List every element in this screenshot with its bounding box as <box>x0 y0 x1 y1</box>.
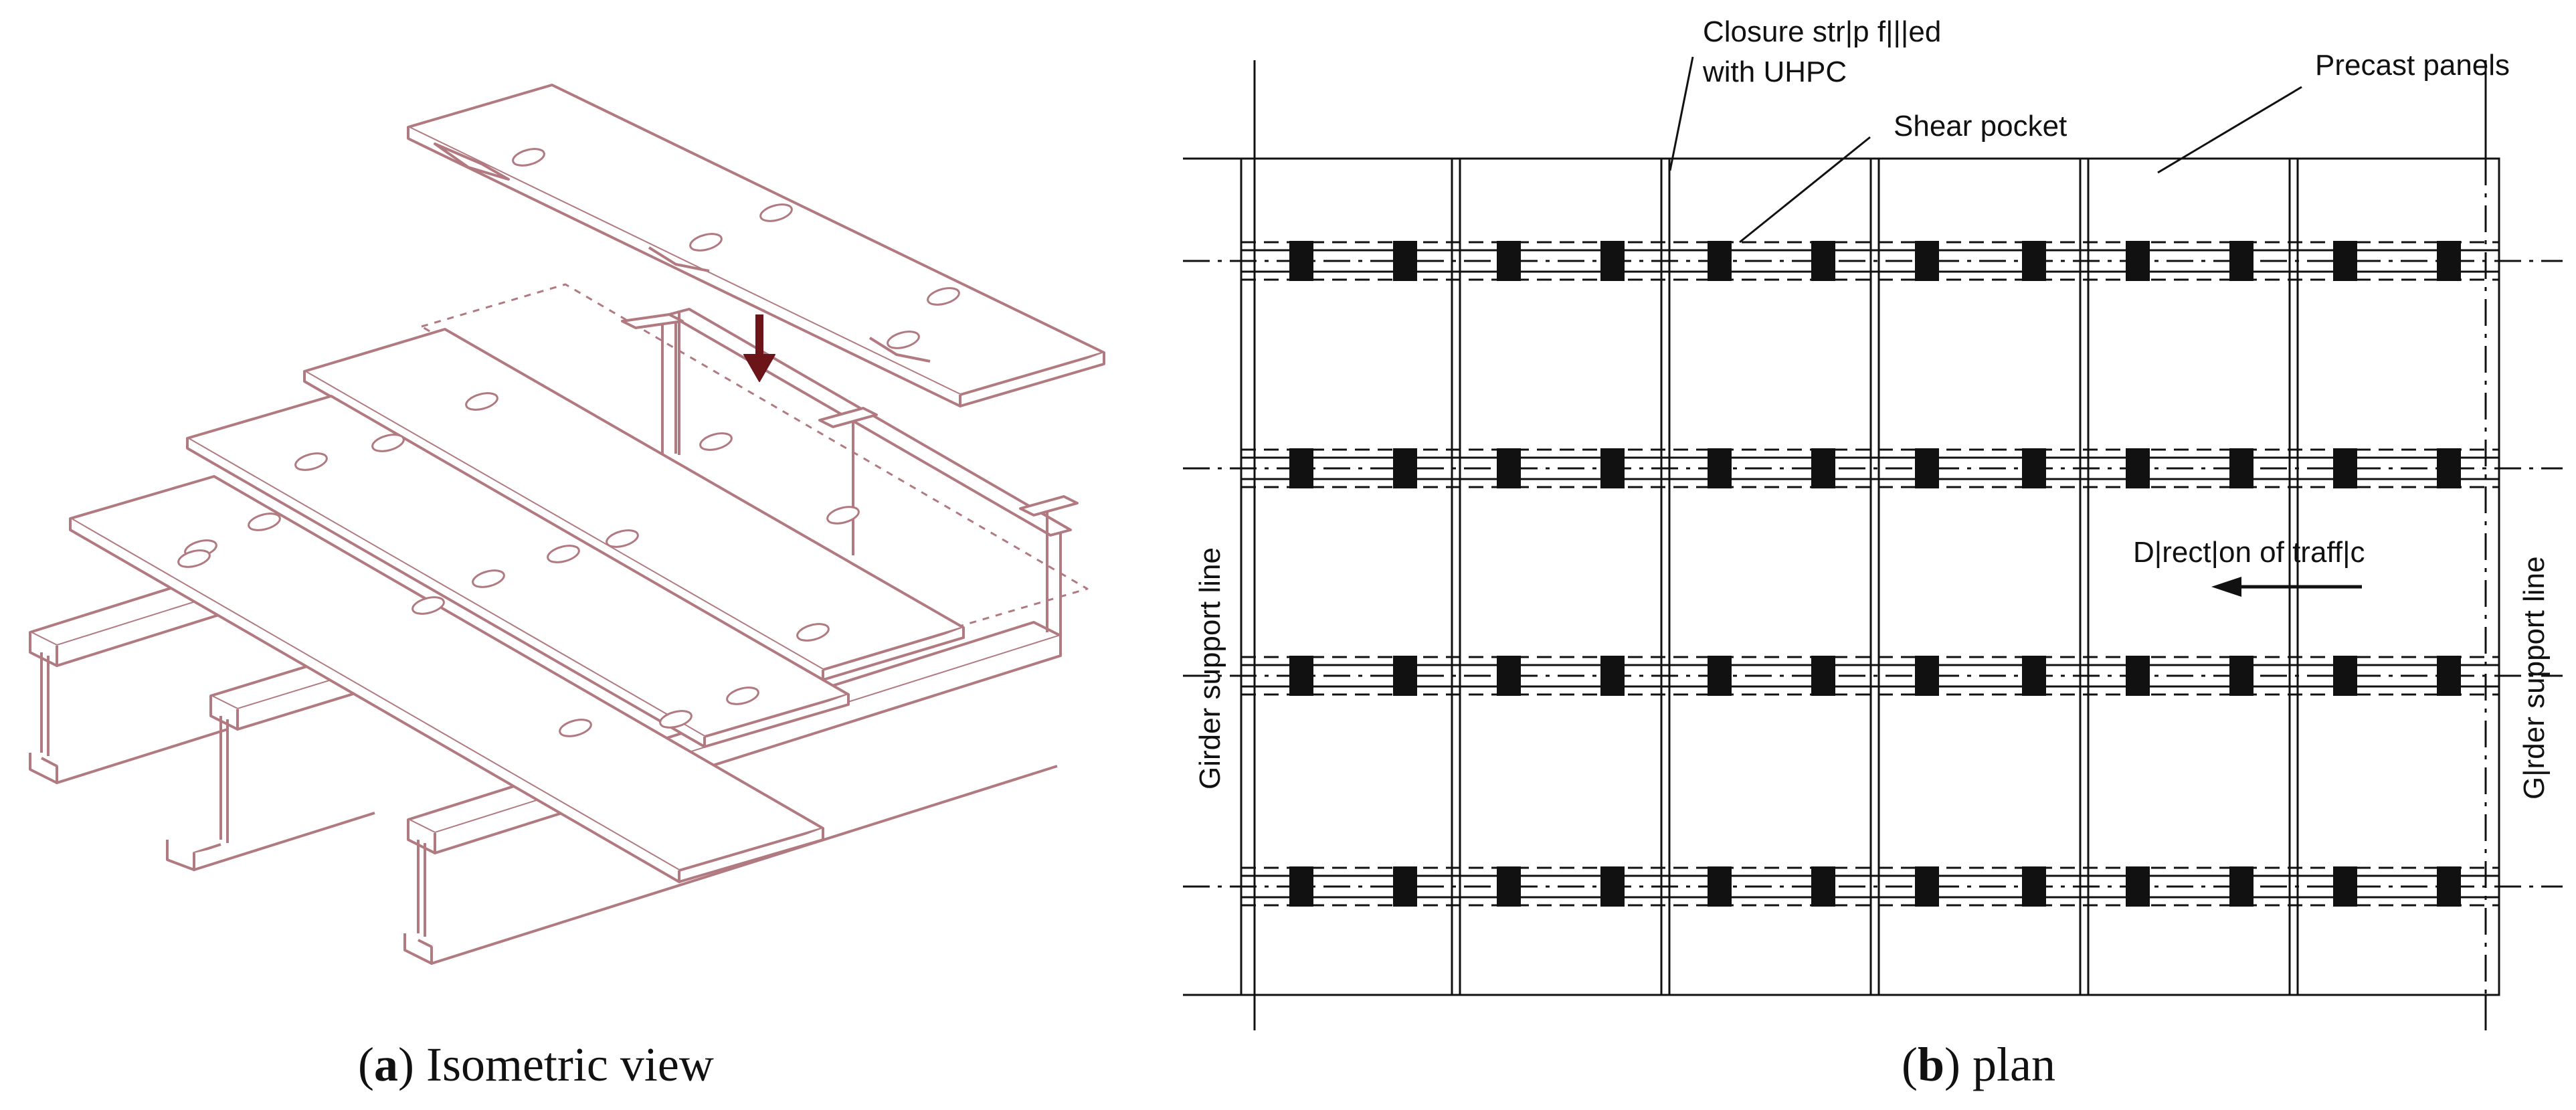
closure-strip-label-1: Closure str|p f|||ed <box>1703 15 1941 48</box>
caption-a-letter: a <box>373 1038 398 1091</box>
shear-pocket <box>1915 866 1939 907</box>
shear-pocket <box>1811 656 1835 696</box>
shear-pocket <box>1289 448 1313 488</box>
shear-pocket <box>1708 866 1732 907</box>
shear-pocket <box>2437 866 2461 907</box>
panel-position-outline <box>420 283 1089 632</box>
floating-panel <box>407 84 1105 407</box>
shear-pocket <box>1600 448 1625 488</box>
panel-2 <box>186 395 850 748</box>
closure-strip-leader <box>1669 56 1694 171</box>
shear-pockets <box>1289 241 2461 907</box>
shear-pocket <box>1600 656 1625 696</box>
shear-pocket <box>2229 866 2253 907</box>
shear-pocket <box>2022 656 2046 696</box>
shear-pocket <box>1393 656 1417 696</box>
shear-pocket <box>1811 241 1835 281</box>
closure-strip-label-2: with UHPC <box>1702 56 1847 88</box>
shear-pocket <box>2437 448 2461 488</box>
precast-panels-leader <box>2157 86 2302 174</box>
caption-b-letter: b <box>1917 1038 1945 1091</box>
shear-pocket <box>2022 866 2046 907</box>
plan-view <box>1183 56 2563 1030</box>
direction-of-traffic-label: D|rect|on of traff|c <box>2133 536 2365 569</box>
shear-pocket <box>1497 656 1521 696</box>
shear-pocket <box>2229 448 2253 488</box>
shear-pocket <box>1915 656 1939 696</box>
shear-pocket <box>1393 241 1417 281</box>
shear-pocket <box>1708 656 1732 696</box>
girder-support-label-left: Girder support line <box>1194 547 1226 790</box>
precast-panels-label: Precast panels <box>2315 49 2510 82</box>
shear-pocket <box>1811 448 1835 488</box>
shear-pocket <box>1708 241 1732 281</box>
shear-pocket <box>1811 866 1835 907</box>
shear-pocket <box>1393 866 1417 907</box>
shear-pocket <box>1289 656 1313 696</box>
traffic-arrow-icon <box>2211 577 2362 597</box>
girder-support-label-right: G|rder support line <box>2518 556 2551 800</box>
caption-b-text: plan <box>1972 1038 2055 1091</box>
shear-pocket <box>1600 866 1625 907</box>
shear-pocket <box>2229 656 2253 696</box>
cross-girders <box>621 313 1079 632</box>
shear-pocket <box>2229 241 2253 281</box>
shear-pocket <box>2333 866 2357 907</box>
shear-pocket <box>1708 448 1732 488</box>
pockets <box>177 148 960 737</box>
shear-pocket <box>2126 656 2150 696</box>
shear-pocket <box>2022 241 2046 281</box>
shear-pocket <box>2126 241 2150 281</box>
shear-pocket <box>1497 866 1521 907</box>
girder-back <box>668 308 1072 642</box>
shear-pocket <box>1497 448 1521 488</box>
shear-pocket <box>2333 448 2357 488</box>
shear-pocket <box>2333 656 2357 696</box>
caption-a: (a) Isometric view <box>358 1038 714 1091</box>
shear-pocket <box>2437 241 2461 281</box>
shear-pocket <box>1289 241 1313 281</box>
caption-a-text: Isometric view <box>426 1038 714 1091</box>
down-arrow-icon <box>743 314 775 382</box>
shear-pocket <box>1497 241 1521 281</box>
shear-pocket-label: Shear pocket <box>1894 110 2067 143</box>
panel-1 <box>69 475 824 883</box>
girder-rows <box>1183 241 2563 907</box>
closure-strips <box>1451 159 2299 995</box>
shear-pocket <box>1915 241 1939 281</box>
panel-3 <box>303 328 965 681</box>
shear-pocket <box>2126 866 2150 907</box>
shear-pocket <box>1600 241 1625 281</box>
shear-pocket <box>1915 448 1939 488</box>
shear-pocket <box>2333 241 2357 281</box>
plan-labels: Closure str|p f|||ed with UHPC Shear poc… <box>1194 15 2551 800</box>
shear-pocket <box>1289 866 1313 907</box>
caption-b: (b) plan <box>1902 1038 2055 1091</box>
isometric-view <box>29 84 1105 965</box>
shear-pocket <box>2437 656 2461 696</box>
shear-pocket <box>2126 448 2150 488</box>
girder-1 <box>29 577 229 784</box>
shear-pocket <box>2022 448 2046 488</box>
shear-pocket <box>1393 448 1417 488</box>
shear-pocket-leader <box>1739 136 1871 244</box>
